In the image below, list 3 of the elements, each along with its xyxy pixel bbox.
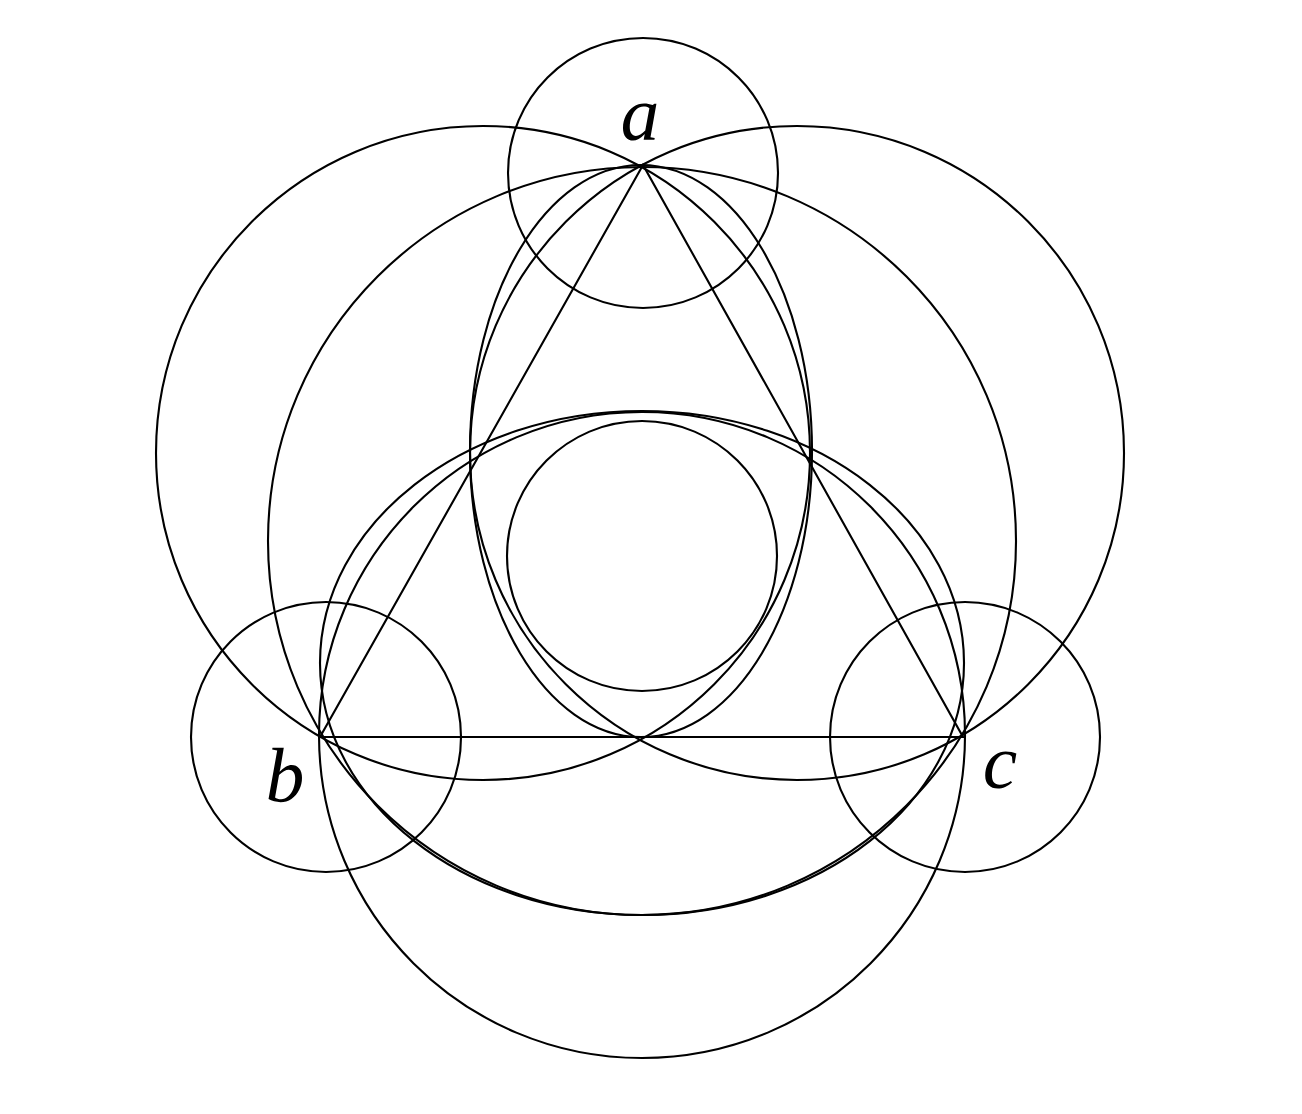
vertex-label: a — [623, 103, 657, 141]
vertex-label: c — [985, 751, 1017, 789]
vertex-label: b — [268, 747, 302, 803]
